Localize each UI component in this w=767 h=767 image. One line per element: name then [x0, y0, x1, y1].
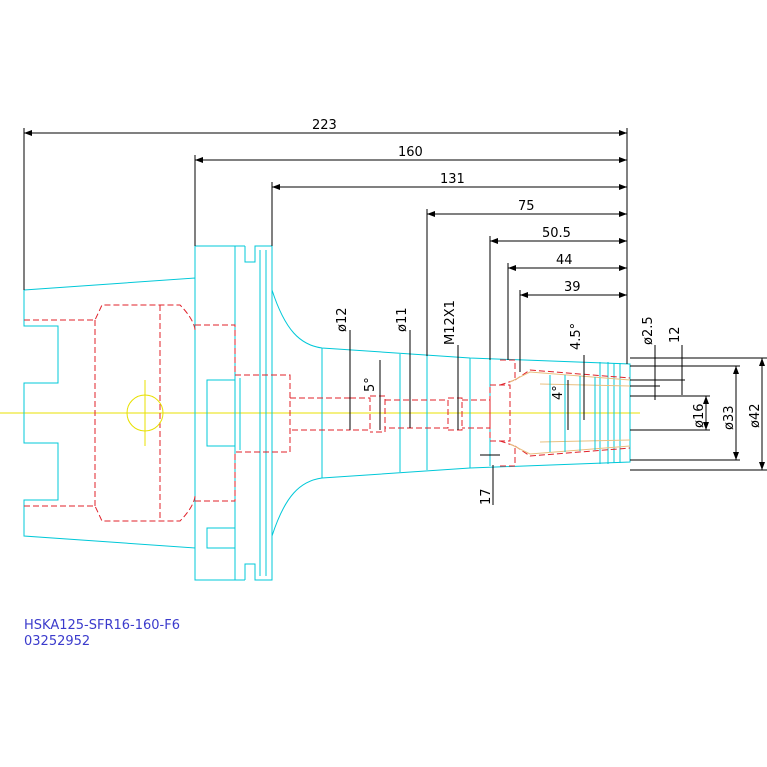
centerline [0, 380, 640, 446]
cross-hole [126, 394, 164, 432]
dim-ang4-5: 4.5° [569, 323, 584, 350]
dim-thread: M12X1 [443, 300, 458, 345]
dim-39: 39 [564, 280, 581, 295]
dim-17: 17 [479, 488, 494, 505]
dim-75: 75 [518, 199, 535, 214]
dim-dia11: ø11 [395, 308, 410, 333]
dim-dia16: ø16 [692, 404, 707, 429]
dim-dia2-5: ø2.5 [641, 316, 656, 345]
arrowheads [24, 130, 765, 470]
collet-grooves [549, 375, 596, 452]
dim-160: 160 [398, 145, 423, 160]
dim-ang4: 4° [551, 385, 566, 400]
dim-223: 223 [312, 118, 337, 133]
dim-44: 44 [556, 253, 573, 268]
dim-12: 12 [668, 326, 683, 343]
dimension-lines [23, 128, 767, 505]
dim-50-5: 50.5 [542, 226, 571, 241]
part-code: 03252952 [24, 634, 91, 649]
hidden-lines [24, 304, 631, 522]
tool-outline [23, 245, 631, 581]
dim-dia33: ø33 [722, 406, 737, 431]
dimension-labels: 223 160 131 75 50.5 44 39 ø12 ø11 M12X1 … [312, 118, 763, 505]
dim-dia42: ø42 [748, 404, 763, 429]
part-number: HSKA125-SFR16-160-F6 [24, 618, 180, 633]
dim-dia12: ø12 [335, 308, 350, 333]
collet [509, 371, 631, 455]
dim-131: 131 [440, 172, 465, 187]
dim-ang5: 5° [363, 377, 378, 392]
